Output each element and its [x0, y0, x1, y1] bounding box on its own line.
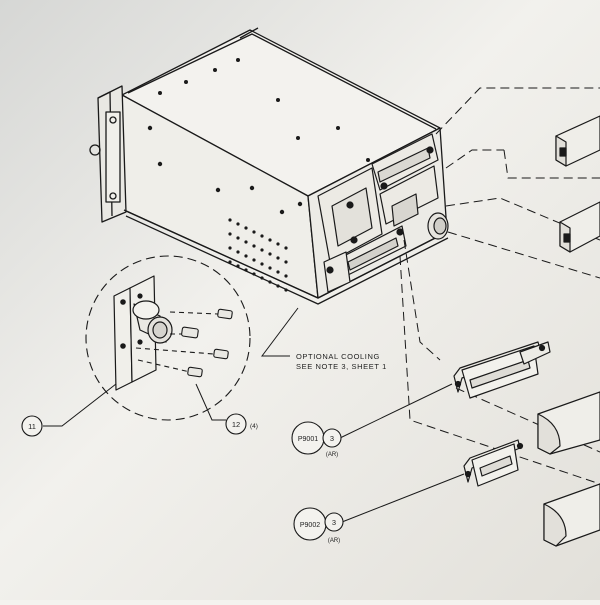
cooling-note-leader — [261, 307, 299, 357]
callout-12-quantity: (4) — [250, 423, 258, 430]
callout-p9002: P9002 3 (AR) — [293, 473, 465, 544]
avionics-unit-chassis — [89, 27, 449, 305]
p9001-item-number: 3 — [330, 434, 334, 443]
p9002-item-number: 3 — [332, 518, 336, 527]
callout-12-label: 12 — [232, 420, 240, 429]
detail-view-circle — [85, 255, 251, 421]
p9002-quantity: (AR) — [328, 538, 340, 544]
mating-plug-upper — [555, 115, 600, 167]
p9001-reference: P9001 — [298, 436, 318, 443]
connector-backshell-upper — [537, 391, 600, 455]
p9002-reference: P9002 — [300, 522, 320, 529]
note-line-2: SEE NOTE 3, SHEET 1 — [296, 362, 387, 371]
callout-item-12: 12 (4) — [195, 383, 258, 435]
p9001-quantity: (AR) — [326, 452, 338, 458]
connector-backshell-lower — [543, 483, 600, 547]
mounting-screws-detail — [135, 308, 233, 378]
callout-11-label: 11 — [28, 422, 36, 431]
ventilation-holes — [228, 218, 288, 292]
side-screws — [147, 125, 303, 215]
callout-item-11: 11 — [21, 383, 117, 437]
dsub-connector-p9001 — [453, 341, 551, 399]
rear-connector-panel — [317, 133, 449, 293]
dsub-connector-p9002 — [463, 439, 524, 487]
callout-p9001: P9001 3 (AR) — [291, 383, 453, 458]
note-line-1: OPTIONAL COOLING — [296, 352, 380, 361]
top-screws — [158, 58, 370, 162]
mating-plug-lower — [559, 201, 600, 253]
optional-cooling-note: OPTIONAL COOLING SEE NOTE 3, SHEET 1 — [296, 352, 387, 371]
cooling-fitting-bracket — [113, 275, 173, 391]
